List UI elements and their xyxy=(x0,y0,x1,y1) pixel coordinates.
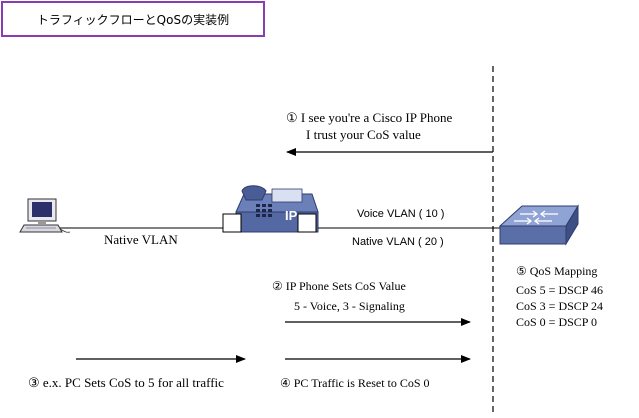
step2-line1: ② IP Phone Sets CoS Value xyxy=(272,279,406,293)
page-title: トラフィックフローとQoSの実装例 xyxy=(36,12,230,27)
native-vlan-right-label: Native VLAN ( 20 ) xyxy=(352,236,444,248)
step3-text: ③ e.x. PC Sets CoS to 5 for all traffic xyxy=(28,375,224,390)
switch-icon xyxy=(498,204,579,246)
step4-text: ④ PC Traffic is Reset to CoS 0 xyxy=(280,376,430,390)
phone-label: IP xyxy=(285,208,298,223)
qos-heading: ⑤ QoS Mapping xyxy=(516,264,598,278)
title-box: トラフィックフローとQoSの実装例 xyxy=(1,1,265,37)
step1-line2: I trust your CoS value xyxy=(306,127,421,142)
voice-vlan-label: Voice VLAN ( 10 ) xyxy=(357,208,445,220)
qos-row: CoS 3 = DSCP 24 xyxy=(516,299,604,313)
native-vlan-left-label: Native VLAN xyxy=(104,232,178,247)
step1-line1: ① I see you're a Cisco IP Phone xyxy=(286,110,453,125)
ip-phone-icon xyxy=(222,185,319,233)
step2-line2: 5 - Voice, 3 - Signaling xyxy=(294,299,405,313)
qos-row: CoS 0 = DSCP 0 xyxy=(516,315,598,329)
qos-row: CoS 5 = DSCP 46 xyxy=(516,283,604,297)
pc-icon xyxy=(19,198,71,233)
